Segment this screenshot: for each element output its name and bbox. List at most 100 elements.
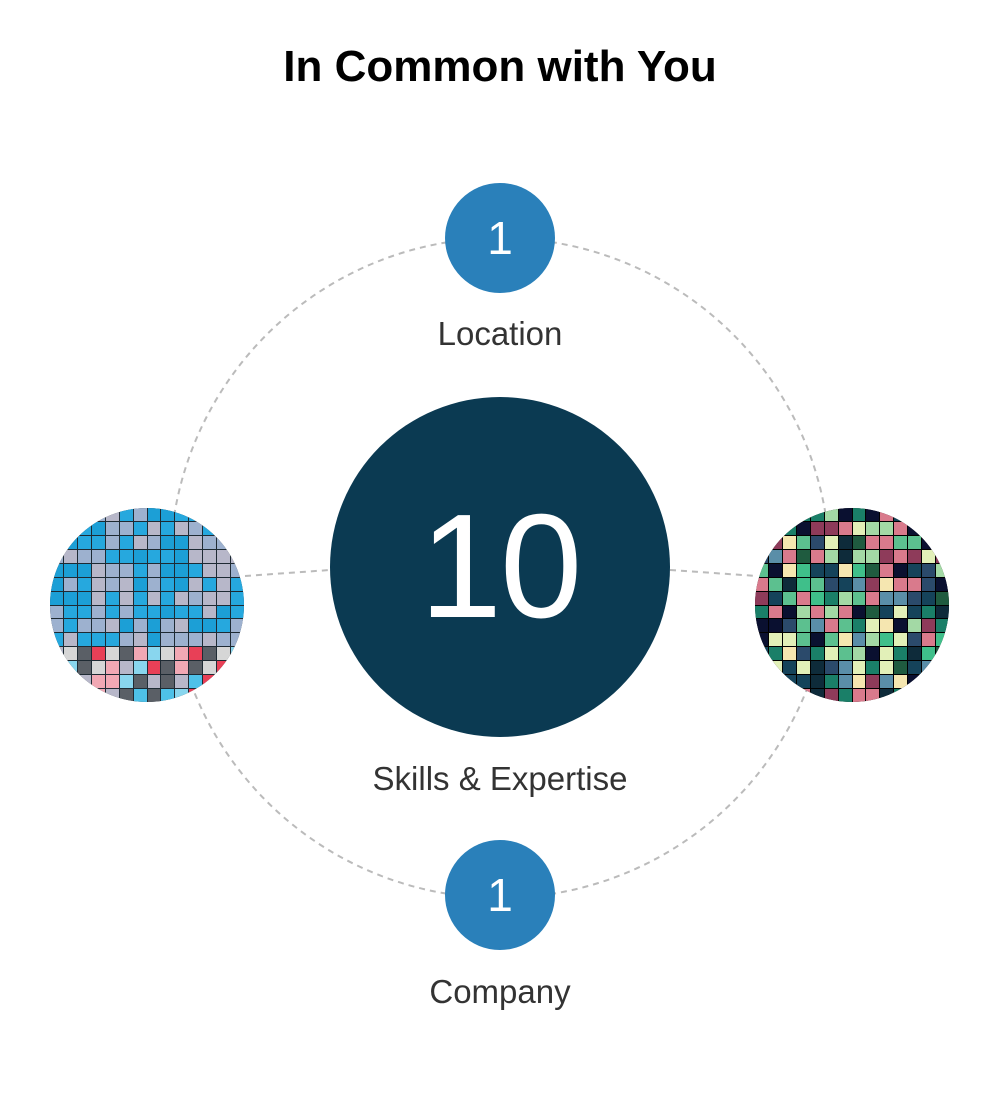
avatar-pixel bbox=[866, 521, 880, 535]
avatar-pixel bbox=[782, 633, 796, 647]
avatar-pixel bbox=[203, 577, 217, 591]
avatar-pixel bbox=[768, 577, 782, 591]
avatar-pixel bbox=[880, 591, 894, 605]
avatar-pixel bbox=[782, 563, 796, 577]
avatar-pixel bbox=[866, 689, 880, 702]
avatar-pixel bbox=[838, 591, 852, 605]
avatar-pixel bbox=[203, 549, 217, 563]
avatar-pixel bbox=[119, 535, 133, 549]
avatar-pixel bbox=[880, 675, 894, 689]
avatar-pixel bbox=[894, 591, 908, 605]
avatar-pixel bbox=[147, 619, 161, 633]
avatar-pixel bbox=[880, 577, 894, 591]
avatar-pixel bbox=[782, 647, 796, 661]
connector-left bbox=[244, 569, 331, 577]
location-count-badge[interactable]: 1 bbox=[445, 183, 555, 293]
avatar-pixel bbox=[91, 591, 105, 605]
avatar-pixel bbox=[161, 633, 175, 647]
avatar-pixel bbox=[189, 521, 203, 535]
avatar-pixel bbox=[838, 577, 852, 591]
avatar-pixel bbox=[894, 563, 908, 577]
avatar-pixel bbox=[119, 689, 133, 702]
avatar-pixel bbox=[894, 675, 908, 689]
avatar-pixel bbox=[922, 577, 936, 591]
company-count-badge[interactable]: 1 bbox=[445, 840, 555, 950]
avatar-pixel bbox=[782, 535, 796, 549]
avatar-pixel bbox=[880, 633, 894, 647]
avatar-pixel bbox=[133, 535, 147, 549]
avatar-pixel bbox=[838, 661, 852, 675]
avatar-pixel bbox=[147, 605, 161, 619]
avatar-pixel bbox=[922, 633, 936, 647]
avatar-pixel bbox=[175, 563, 189, 577]
avatar-pixel bbox=[796, 619, 810, 633]
avatar-pixel bbox=[796, 675, 810, 689]
avatar-pixel bbox=[63, 633, 77, 647]
avatar-pixel bbox=[782, 591, 796, 605]
avatar-pixel bbox=[796, 591, 810, 605]
avatar-pixel bbox=[894, 661, 908, 675]
avatar-pixel bbox=[838, 633, 852, 647]
avatar-pixel bbox=[147, 563, 161, 577]
avatar-pixel bbox=[133, 647, 147, 661]
avatar-pixel bbox=[810, 549, 824, 563]
avatar-pixel bbox=[880, 647, 894, 661]
avatar-pixel bbox=[782, 619, 796, 633]
avatar-pixel bbox=[147, 535, 161, 549]
user-avatar-left[interactable] bbox=[50, 508, 244, 702]
avatar-pixel bbox=[908, 633, 922, 647]
avatar-pixel bbox=[894, 647, 908, 661]
avatar-pixel bbox=[161, 549, 175, 563]
avatar-pixel bbox=[810, 577, 824, 591]
avatar-pixel bbox=[203, 661, 217, 675]
avatar-pixel bbox=[810, 675, 824, 689]
avatar-pixel bbox=[908, 591, 922, 605]
avatar-pixel bbox=[91, 563, 105, 577]
avatar-pixel bbox=[203, 605, 217, 619]
avatar-pixel bbox=[147, 675, 161, 689]
avatar-pixel bbox=[217, 591, 231, 605]
avatar-pixel bbox=[147, 549, 161, 563]
avatar-pixel bbox=[755, 605, 768, 619]
avatar-pixel bbox=[824, 591, 838, 605]
avatar-pixel bbox=[852, 619, 866, 633]
avatar-pixel bbox=[203, 633, 217, 647]
skills-count-circle[interactable]: 10 bbox=[330, 397, 670, 737]
avatar-pixel bbox=[782, 577, 796, 591]
avatar-pixel bbox=[768, 605, 782, 619]
avatar-pixel bbox=[189, 549, 203, 563]
avatar-pixel bbox=[189, 563, 203, 577]
avatar-pixel bbox=[217, 563, 231, 577]
avatar-pixel bbox=[908, 577, 922, 591]
avatar-pixel bbox=[852, 591, 866, 605]
avatar-pixel bbox=[133, 689, 147, 702]
avatar-pixel bbox=[147, 521, 161, 535]
avatar-pixel bbox=[175, 675, 189, 689]
avatar-pixel bbox=[189, 605, 203, 619]
avatar-pixel bbox=[866, 577, 880, 591]
avatar-pixel bbox=[147, 591, 161, 605]
avatar-pixel bbox=[161, 521, 175, 535]
avatar-pixel bbox=[189, 633, 203, 647]
avatar-pixel bbox=[147, 647, 161, 661]
avatar-pixel bbox=[77, 661, 91, 675]
avatar-pixel bbox=[119, 619, 133, 633]
avatar-pixel bbox=[824, 508, 838, 521]
avatar-pixel bbox=[824, 605, 838, 619]
avatar-pixel bbox=[105, 605, 119, 619]
avatar-pixel bbox=[63, 591, 77, 605]
user-avatar-right[interactable] bbox=[755, 508, 949, 702]
avatar-pixel bbox=[908, 661, 922, 675]
avatar-pixel bbox=[119, 633, 133, 647]
avatar-pixel bbox=[91, 521, 105, 535]
avatar-pixel bbox=[119, 521, 133, 535]
avatar-pixel bbox=[105, 521, 119, 535]
avatar-pixel bbox=[908, 549, 922, 563]
avatar-pixel bbox=[908, 563, 922, 577]
avatar-pixel bbox=[63, 619, 77, 633]
avatar-pixel bbox=[755, 591, 768, 605]
avatar-pixel bbox=[936, 591, 949, 605]
avatar-pixel bbox=[866, 563, 880, 577]
avatar-pixel bbox=[147, 577, 161, 591]
avatar-pixel bbox=[133, 605, 147, 619]
